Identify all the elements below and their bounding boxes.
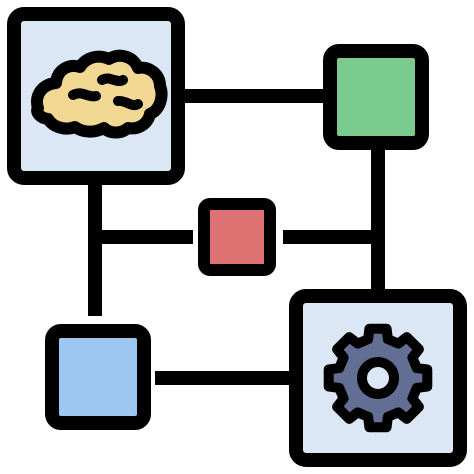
blue-node (45, 324, 151, 430)
gear-hub (357, 357, 399, 399)
red-node (198, 198, 276, 276)
brain-fold-line (68, 73, 143, 111)
connector-lines (88, 89, 385, 385)
green-node (323, 44, 429, 150)
gear-node (289, 289, 467, 467)
brain-node (7, 7, 185, 185)
